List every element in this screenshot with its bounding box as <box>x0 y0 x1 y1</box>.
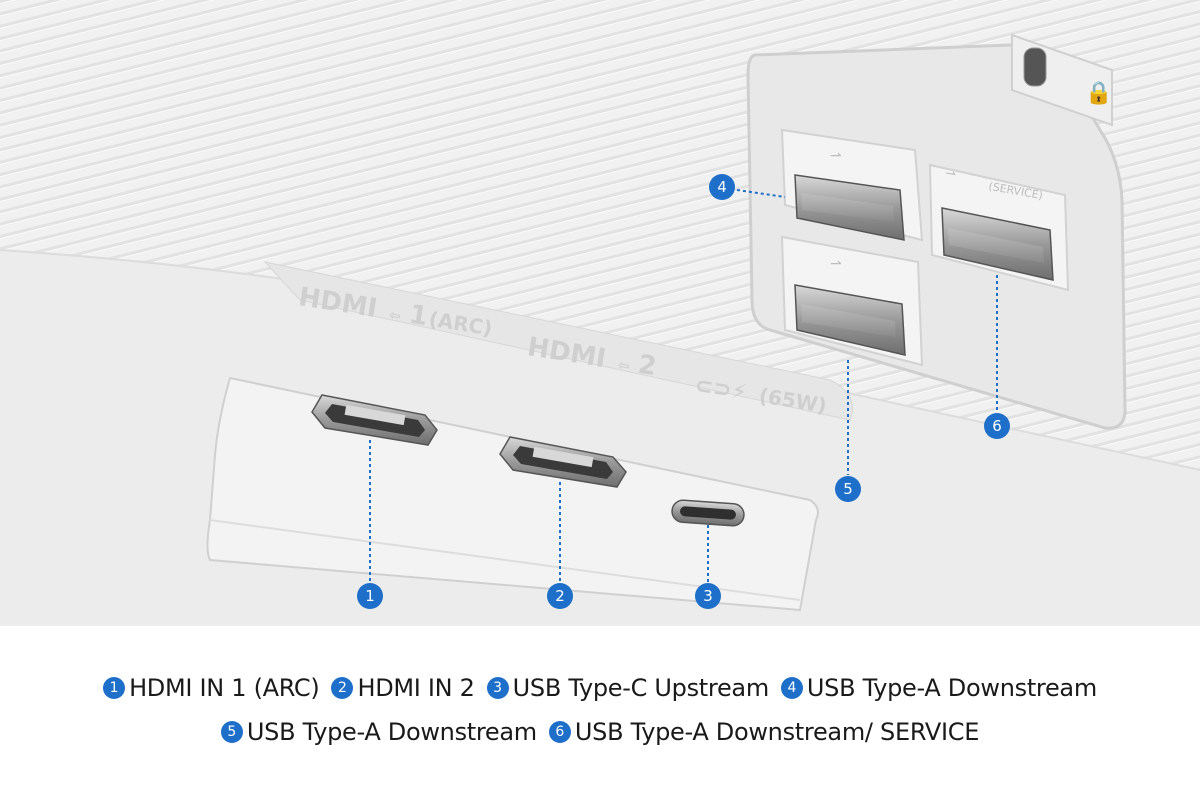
svg-text:2: 2 <box>636 350 659 382</box>
legend-label-1: HDMI IN 1 (ARC) <box>129 674 320 702</box>
svg-text:6: 6 <box>992 417 1002 435</box>
svg-text:2: 2 <box>555 587 565 605</box>
callout-badge-1: 1 <box>357 583 383 609</box>
usb-c-port <box>671 499 745 527</box>
legend-badge-3: 3 <box>486 677 509 699</box>
svg-text:1: 1 <box>407 300 430 332</box>
legend-badge-4: 4 <box>780 677 803 699</box>
legend-item-1: 1 HDMI IN 1 (ARC) <box>103 674 320 702</box>
kensington-lock-slot: 🔒 <box>1011 33 1113 127</box>
port-legend <box>0 626 1200 800</box>
svg-text:⇦: ⇦ <box>617 357 631 375</box>
legend-item-2: 2 HDMI IN 2 <box>331 674 475 702</box>
legend-label-6: USB Type-A Downstream/ SERVICE <box>574 718 980 746</box>
callout-badge-4: 4 <box>709 174 735 200</box>
usb-a-port-4: ⇀ <box>780 128 924 242</box>
legend-label-3: USB Type-C Upstream <box>512 674 770 702</box>
hdmi-port-2 <box>499 436 627 488</box>
port-ledge <box>206 376 819 612</box>
svg-text:🔒: 🔒 <box>1085 81 1112 106</box>
callout-badge-6: 6 <box>984 413 1010 439</box>
svg-text:4: 4 <box>717 178 727 196</box>
legend-item-4: 4 USB Type-A Downstream <box>780 674 1097 702</box>
legend-badge-5: 5 <box>220 721 243 743</box>
legend-label-2: HDMI IN 2 <box>357 674 475 702</box>
monitor-rear-ports-photo: HDMI ⇦ 1 (ARC) HDMI ⇦ 2 ⊂⊃⚡ (65W) <box>0 0 1200 626</box>
svg-text:5: 5 <box>843 480 853 498</box>
svg-text:⇀: ⇀ <box>830 256 842 272</box>
callout-badge-3: 3 <box>695 583 721 609</box>
svg-text:1: 1 <box>365 587 375 605</box>
usb-a-port-6: ⇀ (SERVICE) <box>928 163 1070 292</box>
legend-badge-2: 2 <box>331 677 354 699</box>
svg-text:3: 3 <box>703 587 713 605</box>
legend-badge-1: 1 <box>103 677 126 699</box>
legend-badge-6: 6 <box>548 721 571 743</box>
legend-row-2: 5 USB Type-A Downstream 6 USB Type-A Dow… <box>0 718 1200 746</box>
svg-text:⇦: ⇦ <box>388 307 402 325</box>
usb-a-port-5: ⇀ <box>780 235 924 367</box>
leader-lines <box>369 189 998 582</box>
legend-label-4: USB Type-A Downstream <box>806 674 1097 702</box>
svg-text:⇀: ⇀ <box>830 148 842 164</box>
legend-item-3: 3 USB Type-C Upstream <box>486 674 770 702</box>
legend-item-6: 6 USB Type-A Downstream/ SERVICE <box>548 718 980 746</box>
usbc-etched-label: ⊂⊃⚡ (65W) <box>693 373 828 418</box>
legend-row-1: 1 HDMI IN 1 (ARC) 2 HDMI IN 2 3 USB Type… <box>0 674 1200 702</box>
callout-badge-2: 2 <box>547 583 573 609</box>
legend-item-5: 5 USB Type-A Downstream <box>220 718 537 746</box>
svg-text:⇀: ⇀ <box>944 166 957 183</box>
legend-label-5: USB Type-A Downstream <box>246 718 537 746</box>
callout-badge-5: 5 <box>835 476 861 502</box>
hdmi-port-1 <box>311 394 438 446</box>
